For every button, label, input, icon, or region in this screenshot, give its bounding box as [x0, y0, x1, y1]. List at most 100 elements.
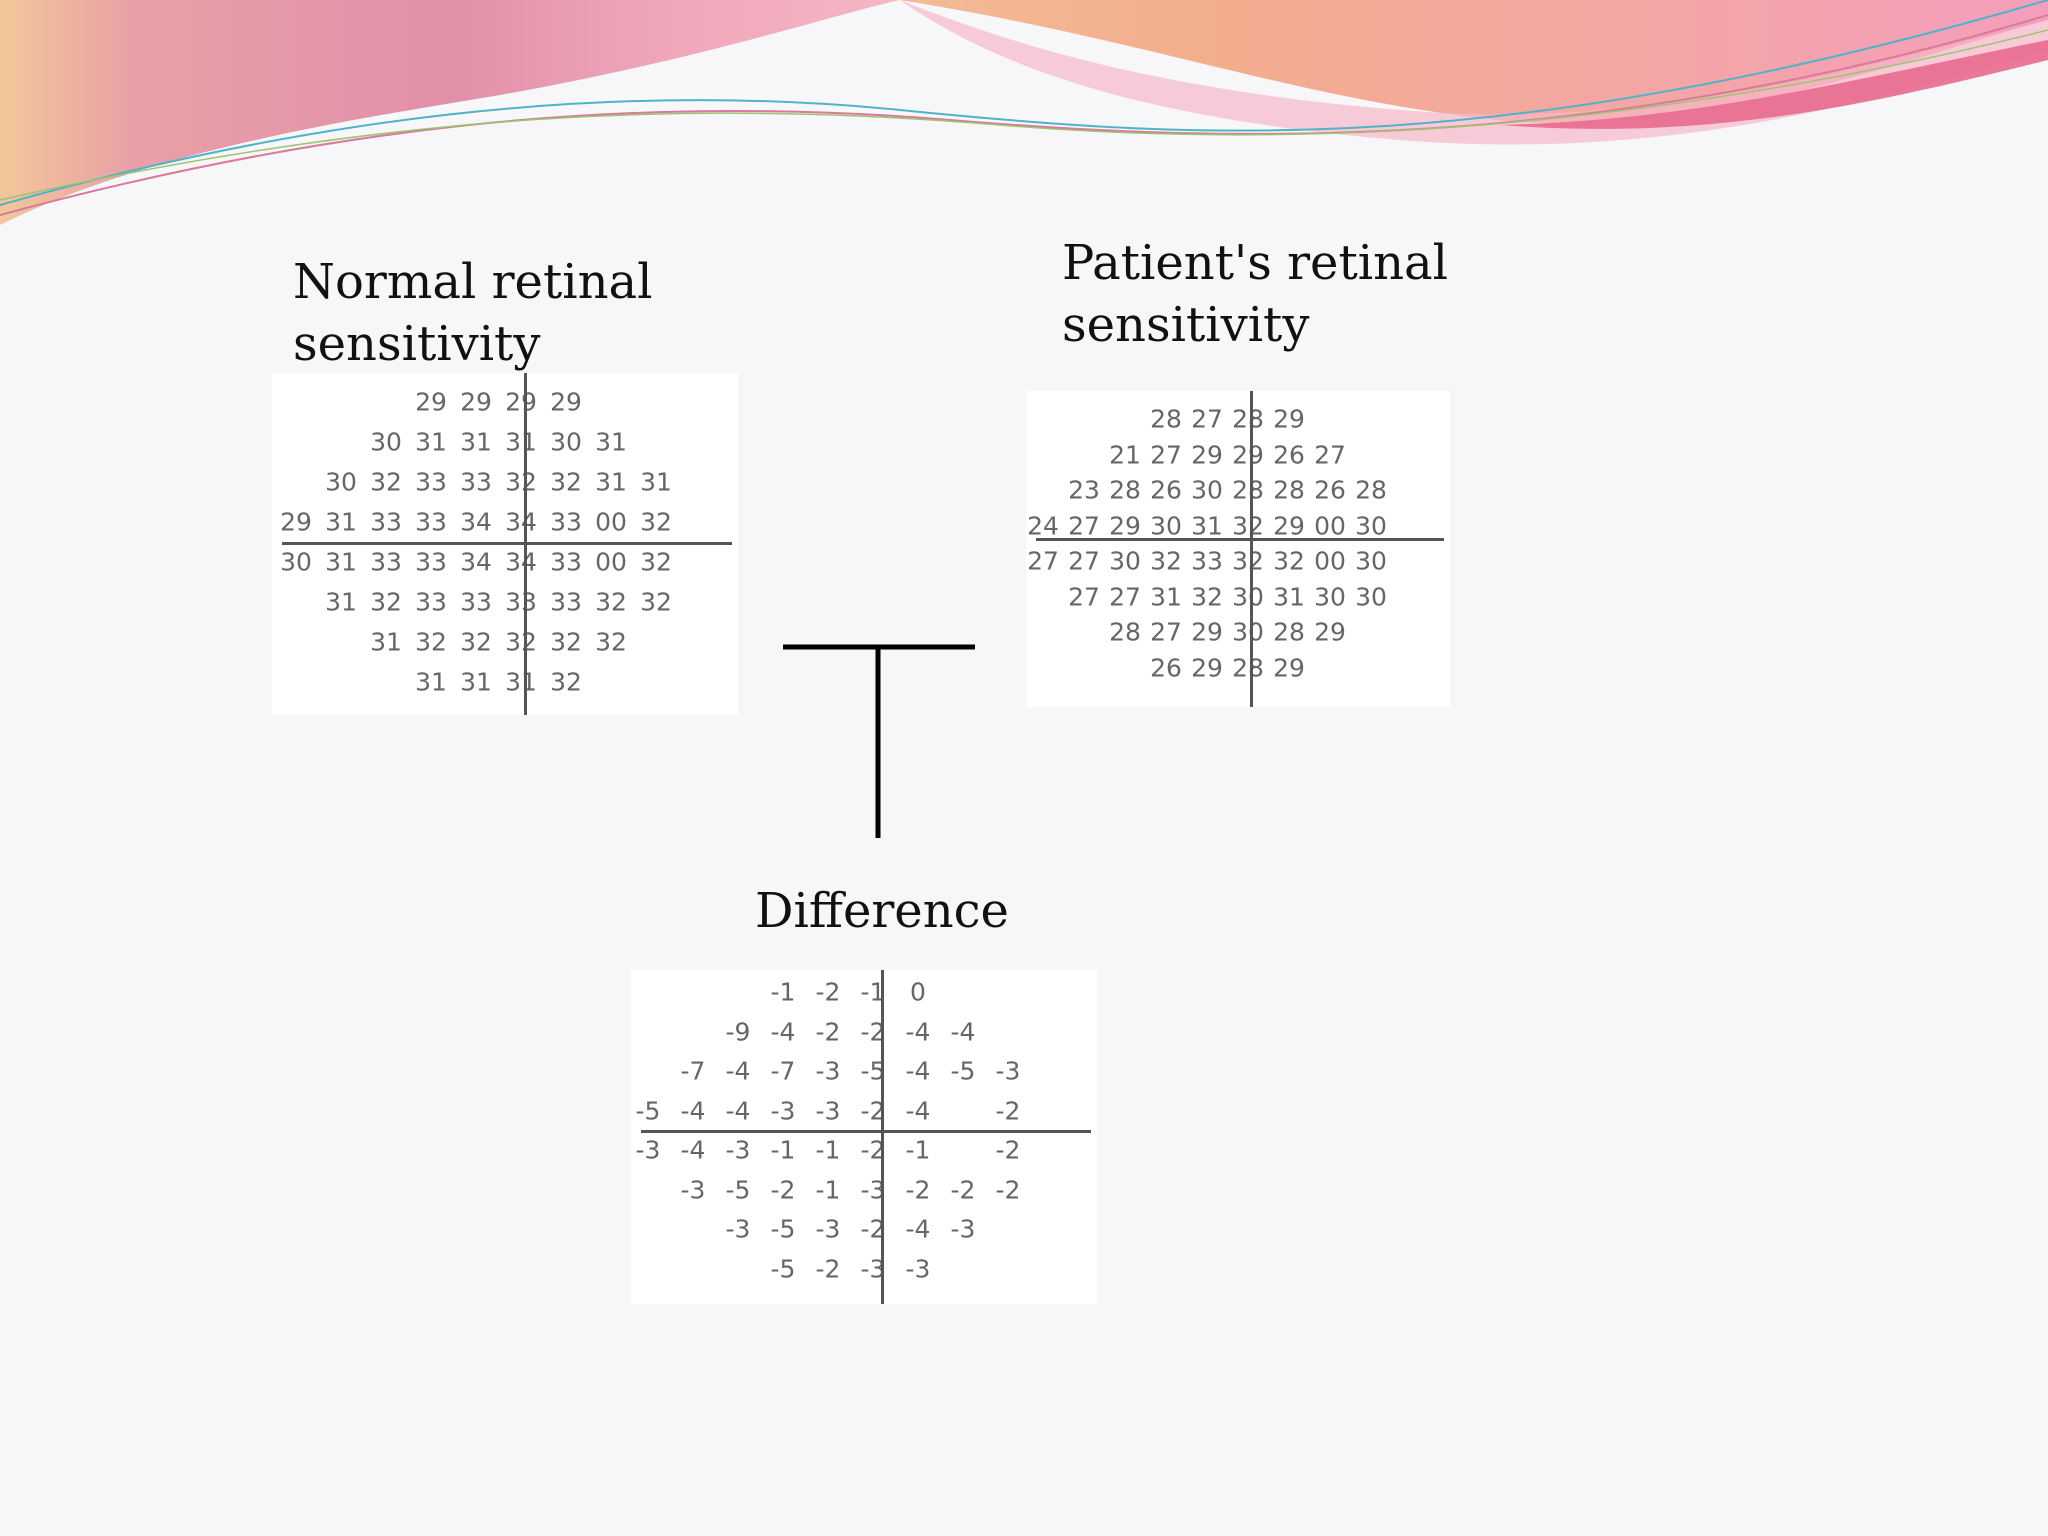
grid-cell: -3 — [680, 1175, 706, 1204]
grid-cell: -3 — [905, 1254, 931, 1283]
grid-cell: 24 — [1027, 511, 1059, 540]
grid-cell: 31 — [325, 587, 357, 617]
grid-cell: 31 — [595, 427, 627, 457]
grid-cell: 31 — [325, 547, 357, 577]
grid-cell: 30 — [1232, 617, 1264, 647]
header-wave-decoration — [0, 0, 2048, 225]
patient-title-line2: sensitivity — [1062, 297, 1310, 353]
grid-cell: -2 — [815, 1017, 841, 1046]
grid-cell: -3 — [725, 1135, 751, 1165]
grid-cell: -3 — [725, 1214, 751, 1244]
grid-cell: 28 — [1273, 617, 1305, 647]
grid-cell: 32 — [1191, 582, 1223, 611]
grid-cell: -2 — [815, 1254, 841, 1283]
grid-cell: 33 — [370, 507, 402, 537]
grid-cell: 34 — [505, 507, 537, 537]
grid-cell: 28 — [1109, 617, 1141, 647]
grid-cell: -4 — [950, 1017, 976, 1046]
grid-cell: 0 — [910, 977, 926, 1007]
grid-cell: 00 — [1314, 546, 1346, 576]
grid-cell: 32 — [415, 627, 447, 657]
grid-cell: 30 — [1150, 511, 1182, 540]
grid-cell: 00 — [595, 507, 627, 537]
grid-cell: -3 — [950, 1214, 976, 1244]
grid-cell: 32 — [595, 587, 627, 617]
grid-cell: 29 — [505, 387, 537, 417]
grid-cell: -4 — [905, 1017, 931, 1046]
vertical-meridian-line — [1250, 391, 1253, 707]
grid-cell: 28 — [1109, 475, 1141, 505]
grid-cell: 32 — [505, 467, 537, 497]
grid-cell: 29 — [1273, 511, 1305, 540]
grid-cell: -9 — [725, 1017, 751, 1046]
grid-cell: 31 — [415, 427, 447, 457]
grid-cell: 27 — [1150, 617, 1182, 647]
grid-cell: 27 — [1314, 440, 1346, 469]
grid-cell: 32 — [640, 507, 672, 537]
grid-cell: -3 — [815, 1214, 841, 1244]
grid-cell: 33 — [415, 467, 447, 497]
horizontal-meridian-line — [282, 542, 732, 545]
grid-cell: 31 — [415, 667, 447, 697]
grid-cell: 27 — [1068, 582, 1100, 611]
grid-cell: -4 — [905, 1096, 931, 1125]
grid-cell: 26 — [1273, 440, 1305, 469]
grid-cell: 32 — [1273, 546, 1305, 576]
normal-title-line2: sensitivity — [293, 316, 541, 372]
grid-cell: -4 — [725, 1056, 751, 1086]
grid-cell: 32 — [460, 627, 492, 657]
grid-cell: 31 — [325, 507, 357, 537]
grid-cell: 28 — [1232, 653, 1264, 682]
grid-cell: 31 — [1150, 582, 1182, 611]
grid-cell: -1 — [770, 1135, 796, 1165]
grid-cell: 29 — [1191, 653, 1223, 682]
grid-cell: 33 — [550, 547, 582, 577]
grid-cell: 32 — [1150, 546, 1182, 576]
grid-cell: -5 — [770, 1254, 796, 1283]
grid-cell: 27 — [1150, 440, 1182, 469]
grid-cell: 30 — [1314, 582, 1346, 611]
grid-cell: 28 — [1273, 475, 1305, 505]
grid-cell: -3 — [635, 1135, 661, 1165]
grid-cell: 34 — [460, 507, 492, 537]
difference-title: Difference — [755, 883, 1009, 939]
grid-cell: 31 — [595, 467, 627, 497]
grid-cell: 33 — [550, 507, 582, 537]
grid-cell: -4 — [680, 1135, 706, 1165]
grid-cell: 30 — [1355, 582, 1387, 611]
grid-cell: 26 — [1314, 475, 1346, 505]
grid-cell: 33 — [415, 547, 447, 577]
grid-cell: 27 — [1068, 546, 1100, 576]
grid-cell: -2 — [905, 1175, 931, 1204]
grid-cell: 32 — [640, 547, 672, 577]
grid-cell: 32 — [1232, 546, 1264, 576]
grid-cell: 27 — [1068, 511, 1100, 540]
grid-cell: -2 — [950, 1175, 976, 1204]
grid-cell: -1 — [815, 1175, 841, 1204]
grid-cell: 27 — [1191, 404, 1223, 434]
grid-cell: 30 — [325, 467, 357, 497]
grid-cell: 31 — [460, 667, 492, 697]
grid-cell: -4 — [905, 1056, 931, 1086]
grid-cell: 33 — [460, 467, 492, 497]
grid-cell: 28 — [1232, 404, 1264, 434]
grid-cell: -5 — [950, 1056, 976, 1086]
grid-cell: 33 — [370, 547, 402, 577]
grid-cell: 30 — [1109, 546, 1141, 576]
grid-cell: 29 — [415, 387, 447, 417]
normal-title-line1: Normal retinal — [293, 254, 653, 310]
grid-cell: 28 — [1355, 475, 1387, 505]
patient-sensitivity-title: Patient's retinal sensitivity — [1062, 232, 1448, 356]
patient-title-line1: Patient's retinal — [1062, 235, 1448, 291]
grid-cell: 29 — [1273, 653, 1305, 682]
grid-cell: 31 — [370, 627, 402, 657]
grid-cell: 21 — [1109, 440, 1141, 469]
grid-cell: 29 — [1314, 617, 1346, 647]
grid-cell: -3 — [770, 1096, 796, 1125]
normal-sensitivity-title: Normal retinal sensitivity — [293, 251, 652, 375]
grid-cell: -2 — [995, 1175, 1021, 1204]
grid-cell: 31 — [1191, 511, 1223, 540]
